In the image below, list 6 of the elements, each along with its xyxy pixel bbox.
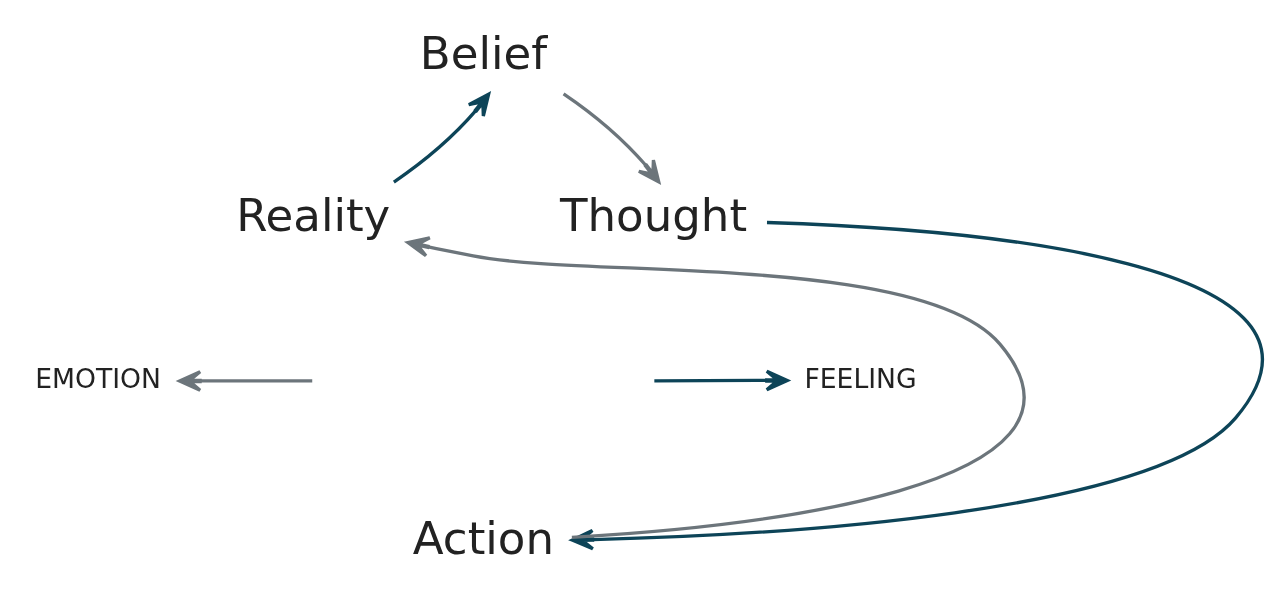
node-text: EMOTION bbox=[35, 362, 161, 394]
node-text: FEELING bbox=[804, 362, 917, 394]
node-text: Thought bbox=[559, 188, 748, 242]
node-text: Reality bbox=[236, 188, 391, 242]
node-text: Action bbox=[412, 511, 555, 565]
node-text: Belief bbox=[419, 26, 548, 80]
